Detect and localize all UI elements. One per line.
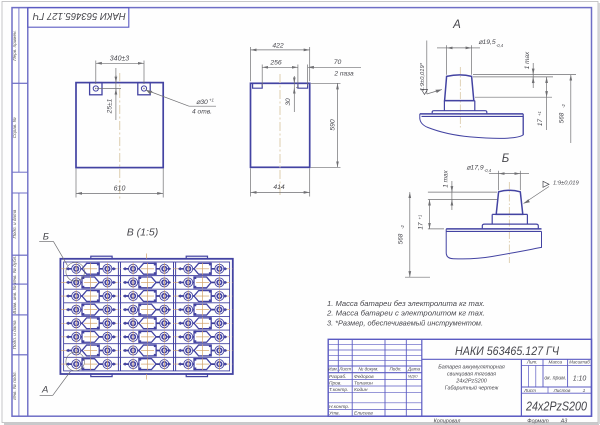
svg-text:-2: -2	[400, 224, 405, 228]
svg-text:Подп. и дата: Подп. и дата	[12, 209, 17, 238]
svg-text:Б: Б	[43, 232, 49, 243]
svg-text:⌀30: ⌀30	[196, 99, 208, 106]
svg-text:Кодин: Кодин	[354, 387, 368, 393]
svg-text:24х2PzS200: 24х2PzS200	[525, 399, 587, 414]
svg-text:Лист: Лист	[338, 367, 351, 372]
svg-text:А: А	[41, 385, 48, 396]
svg-text:⌀19,5: ⌀19,5	[478, 39, 496, 46]
svg-text:590: 590	[330, 119, 337, 131]
svg-text:Топалин: Топалин	[354, 380, 373, 386]
svg-text:А3: А3	[560, 418, 568, 424]
svg-text:-0,4: -0,4	[496, 43, 504, 48]
svg-text:70: 70	[334, 59, 342, 66]
svg-text:17: 17	[537, 119, 544, 127]
svg-text:Федоров: Федоров	[354, 374, 374, 380]
svg-text:Б: Б	[502, 153, 510, 165]
svg-text:Разраб.: Разраб.	[329, 374, 346, 380]
svg-text:Елисеев: Елисеев	[354, 410, 373, 416]
svg-text:МДЮ: МДЮ	[408, 375, 418, 379]
svg-text:Формат: Формат	[527, 418, 549, 424]
svg-text:Инв. № подл.: Инв. № подл.	[12, 371, 17, 400]
svg-text:25±1: 25±1	[107, 98, 114, 114]
svg-text:Взам. инв. №: Взам. инв. №	[12, 285, 17, 313]
svg-text:Утв.: Утв.	[329, 410, 340, 416]
svg-text:Батарея аккумуляторная: Батарея аккумуляторная	[438, 365, 505, 371]
svg-text:340±3: 340±3	[110, 55, 130, 62]
svg-text:⌀17,9: ⌀17,9	[466, 165, 484, 172]
svg-text:Лист: Лист	[523, 388, 536, 393]
svg-text:+1: +1	[209, 98, 215, 103]
svg-text:1:10: 1:10	[573, 376, 587, 383]
svg-text:Масштаб: Масштаб	[569, 360, 590, 365]
svg-text:-2: -2	[561, 103, 566, 107]
svg-text:В (1:5): В (1:5)	[127, 227, 159, 239]
svg-text:+1: +1	[418, 215, 423, 220]
svg-text:1. Масса батареи без электроли: 1. Масса батареи без электролита кг max.	[327, 300, 485, 308]
svg-text:Лит.: Лит.	[526, 360, 538, 365]
svg-text:30: 30	[285, 98, 292, 106]
svg-text:Изм.: Изм.	[328, 367, 338, 372]
svg-text:2. Масса батареи с электролито: 2. Масса батареи с электролитом кг max.	[326, 310, 485, 318]
svg-text:ок. прим.: ок. прим.	[544, 376, 566, 382]
svg-text:422: 422	[272, 42, 284, 49]
svg-text:Н.контр.: Н.контр.	[329, 404, 349, 410]
svg-text:2 паза: 2 паза	[333, 71, 354, 78]
svg-text:1:9±0,019: 1:9±0,019	[553, 180, 580, 186]
svg-text:414: 414	[273, 184, 285, 191]
svg-text:24х2PzS200: 24х2PzS200	[455, 379, 487, 385]
svg-text:+1: +1	[537, 111, 542, 116]
svg-text:17: 17	[418, 222, 425, 230]
svg-text:256: 256	[269, 60, 282, 67]
svg-text:Инв. № дубл.: Инв. № дубл.	[12, 256, 17, 284]
svg-text:Листов: Листов	[553, 388, 571, 393]
svg-text:1 max: 1 max	[442, 169, 449, 187]
svg-text:Габаритный чертеж: Габаритный чертеж	[445, 385, 499, 392]
svg-text:1 max: 1 max	[524, 51, 531, 69]
svg-text:Копировал: Копировал	[434, 418, 461, 424]
svg-text:Масса: Масса	[549, 360, 563, 365]
svg-text:610: 610	[114, 185, 126, 192]
svg-text:НАКИ 563465.127 ГЧ: НАКИ 563465.127 ГЧ	[455, 344, 560, 358]
svg-text:3. *Размер, обеспечиваемый инс: 3. *Размер, обеспечиваемый инструментом.	[327, 319, 483, 327]
svg-text:1: 1	[583, 388, 586, 394]
svg-text:Справ. №: Справ. №	[12, 117, 17, 138]
svg-text:Подп. и дата: Подп. и дата	[12, 320, 17, 349]
svg-text:Пров.: Пров.	[329, 380, 342, 386]
svg-text:Подп.: Подп.	[389, 367, 401, 372]
svg-text:4 отв.: 4 отв.	[192, 109, 212, 116]
svg-text:НАКИ 563465.127 ГЧ: НАКИ 563465.127 ГЧ	[32, 10, 126, 22]
svg-text:свинцовая тяговая: свинцовая тяговая	[447, 372, 496, 378]
svg-text:А: А	[452, 19, 461, 31]
svg-text:№ докум.: № докум.	[358, 367, 378, 372]
svg-text:1:9±0,019*: 1:9±0,019*	[420, 62, 426, 91]
svg-text:Перв. примен.: Перв. примен.	[12, 30, 17, 61]
svg-text:568: 568	[559, 112, 566, 123]
svg-text:-0,4: -0,4	[484, 168, 492, 173]
svg-text:Т.контр.: Т.контр.	[329, 387, 348, 393]
svg-text:568: 568	[398, 233, 405, 244]
svg-text:Дата: Дата	[407, 367, 421, 372]
